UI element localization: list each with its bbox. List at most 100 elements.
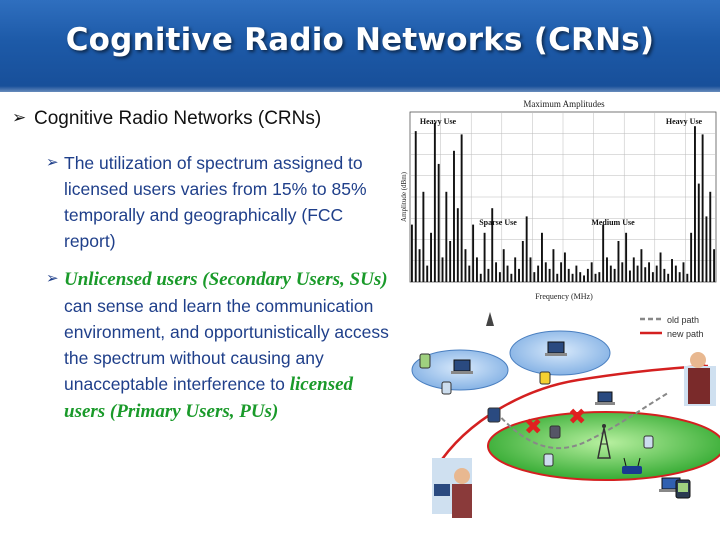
spectrum-bar <box>430 232 432 282</box>
spectrum-bar <box>525 216 528 282</box>
spectrum-bar <box>567 268 570 282</box>
spectrum-bar <box>686 273 689 282</box>
spectrum-bar <box>598 272 601 282</box>
spectrum-bar <box>575 265 578 282</box>
spectrum-bar <box>713 249 716 282</box>
spectrum-bar <box>495 262 498 282</box>
handheld-icon <box>539 371 551 385</box>
spectrum-bar <box>449 241 452 282</box>
spectrum-bar <box>667 273 670 282</box>
annotation-sparse: Sparse Use <box>479 218 517 227</box>
legend-old-label: old path <box>667 315 699 325</box>
spectrum-bar <box>537 265 540 282</box>
wireless-router-icon <box>622 457 642 474</box>
x-axis-label: Frequency (MHz) <box>535 292 593 301</box>
spectrum-bar <box>709 191 712 282</box>
spectrum-chart: Maximum Amplitudes Amplitude (dBm) Frequ… <box>398 96 720 308</box>
handheld-icon <box>543 453 554 467</box>
handheld-icon <box>487 407 501 423</box>
spectrum-bar <box>697 183 700 282</box>
spectrum-bar <box>690 232 693 282</box>
spectrum-bar <box>483 232 486 282</box>
spectrum-bar <box>648 262 651 282</box>
primary-cell <box>487 411 720 481</box>
handheld-icon <box>549 425 561 439</box>
spectrum-bar <box>625 232 628 282</box>
spectrum-bar <box>671 259 673 282</box>
spectrum-bar <box>518 268 520 282</box>
spectrum-bar <box>502 249 505 282</box>
spectrum-bar <box>437 163 440 282</box>
spectrum-bar <box>651 272 654 282</box>
spectrum-bar <box>456 208 459 282</box>
bullet-sub-2: ➢ Unlicensed users (Secondary Users, SUs… <box>46 266 391 425</box>
spectrum-bar <box>487 268 490 282</box>
spectrum-bar <box>609 265 612 282</box>
annotation-heavy-left: Heavy Use <box>420 117 457 126</box>
spectrum-bar <box>705 216 708 282</box>
chart-bars <box>410 122 716 282</box>
spectrum-bar <box>506 265 509 282</box>
handheld-icon <box>643 435 654 449</box>
bullet-sub-2-body: can sense and learn the communication en… <box>64 296 389 394</box>
spectrum-bar <box>583 275 585 282</box>
spectrum-bar <box>632 257 635 282</box>
bullet-main-text: Cognitive Radio Networks (CRNs) <box>34 108 322 129</box>
spectrum-bar <box>441 257 444 282</box>
y-axis-label: Amplitude (dBm) <box>400 171 408 222</box>
spectrum-bar <box>694 126 696 282</box>
spectrum-bar <box>422 191 425 282</box>
new-path <box>434 364 709 469</box>
page-title: Cognitive Radio Networks (CRNs) <box>65 22 655 58</box>
spectrum-bar <box>644 267 647 282</box>
spectrum-bar <box>617 241 620 282</box>
spectrum-bar <box>418 249 421 282</box>
spectrum-bar <box>628 270 631 282</box>
spectrum-bar <box>541 232 543 282</box>
spectrum-bar <box>655 265 658 282</box>
laptop-icon <box>595 391 615 405</box>
spectrum-bar <box>510 273 513 282</box>
annotation-heavy-right: Heavy Use <box>666 117 703 126</box>
spectrum-bar <box>475 257 478 282</box>
legend-new-label: new path <box>667 329 704 339</box>
network-diagram-svg: old path new path ✖ ✖ <box>411 312 720 518</box>
bullet-sub-1: ➢ The utilization of spectrum assigned t… <box>46 150 391 254</box>
secondary-tower-icon <box>486 312 494 326</box>
spectrum-bar <box>674 265 677 282</box>
spectrum-bar <box>552 249 555 282</box>
spectrum-bar <box>544 262 547 282</box>
spectrum-bar <box>701 134 704 282</box>
spectrum-bar <box>663 268 666 282</box>
spectrum-bar <box>636 265 639 282</box>
spectrum-bar <box>556 273 559 282</box>
bullet-main: ➢ Cognitive Radio Networks (CRNs) <box>12 108 321 130</box>
spectrum-bar <box>548 268 551 282</box>
chart-title: Maximum Amplitudes <box>523 99 605 109</box>
spectrum-bar <box>464 249 467 282</box>
laptop-icon <box>451 359 473 374</box>
primary-base-station-icon <box>597 424 611 459</box>
blocked-x-icon: ✖ <box>524 415 542 440</box>
spectrum-bar <box>613 268 616 282</box>
bullet-sub-1-text: The utilization of spectrum assigned to … <box>64 153 367 251</box>
bullet-arrow-icon: ➢ <box>46 270 59 287</box>
laptop-icon <box>545 341 567 356</box>
secondary-users-term: Unlicensed users (Secondary Users, SUs) <box>64 269 388 290</box>
spectrum-bar <box>682 262 685 282</box>
spectrum-bar <box>491 208 494 282</box>
spectrum-bar <box>659 252 662 282</box>
spectrum-bar <box>590 262 593 282</box>
spectrum-bar <box>460 134 463 282</box>
handheld-icon <box>675 479 691 499</box>
spectrum-bar <box>514 257 517 282</box>
blocked-x-icon: ✖ <box>568 405 586 430</box>
spectrum-bar <box>602 224 605 282</box>
spectrum-bar <box>426 265 429 282</box>
network-diagram: old path new path ✖ ✖ <box>408 308 720 540</box>
spectrum-bar <box>594 273 597 282</box>
spectrum-bar <box>453 150 455 282</box>
spectrum-bar <box>529 257 532 282</box>
spectrum-bar <box>410 224 413 282</box>
spectrum-chart-svg: Maximum Amplitudes Amplitude (dBm) Frequ… <box>400 99 717 301</box>
